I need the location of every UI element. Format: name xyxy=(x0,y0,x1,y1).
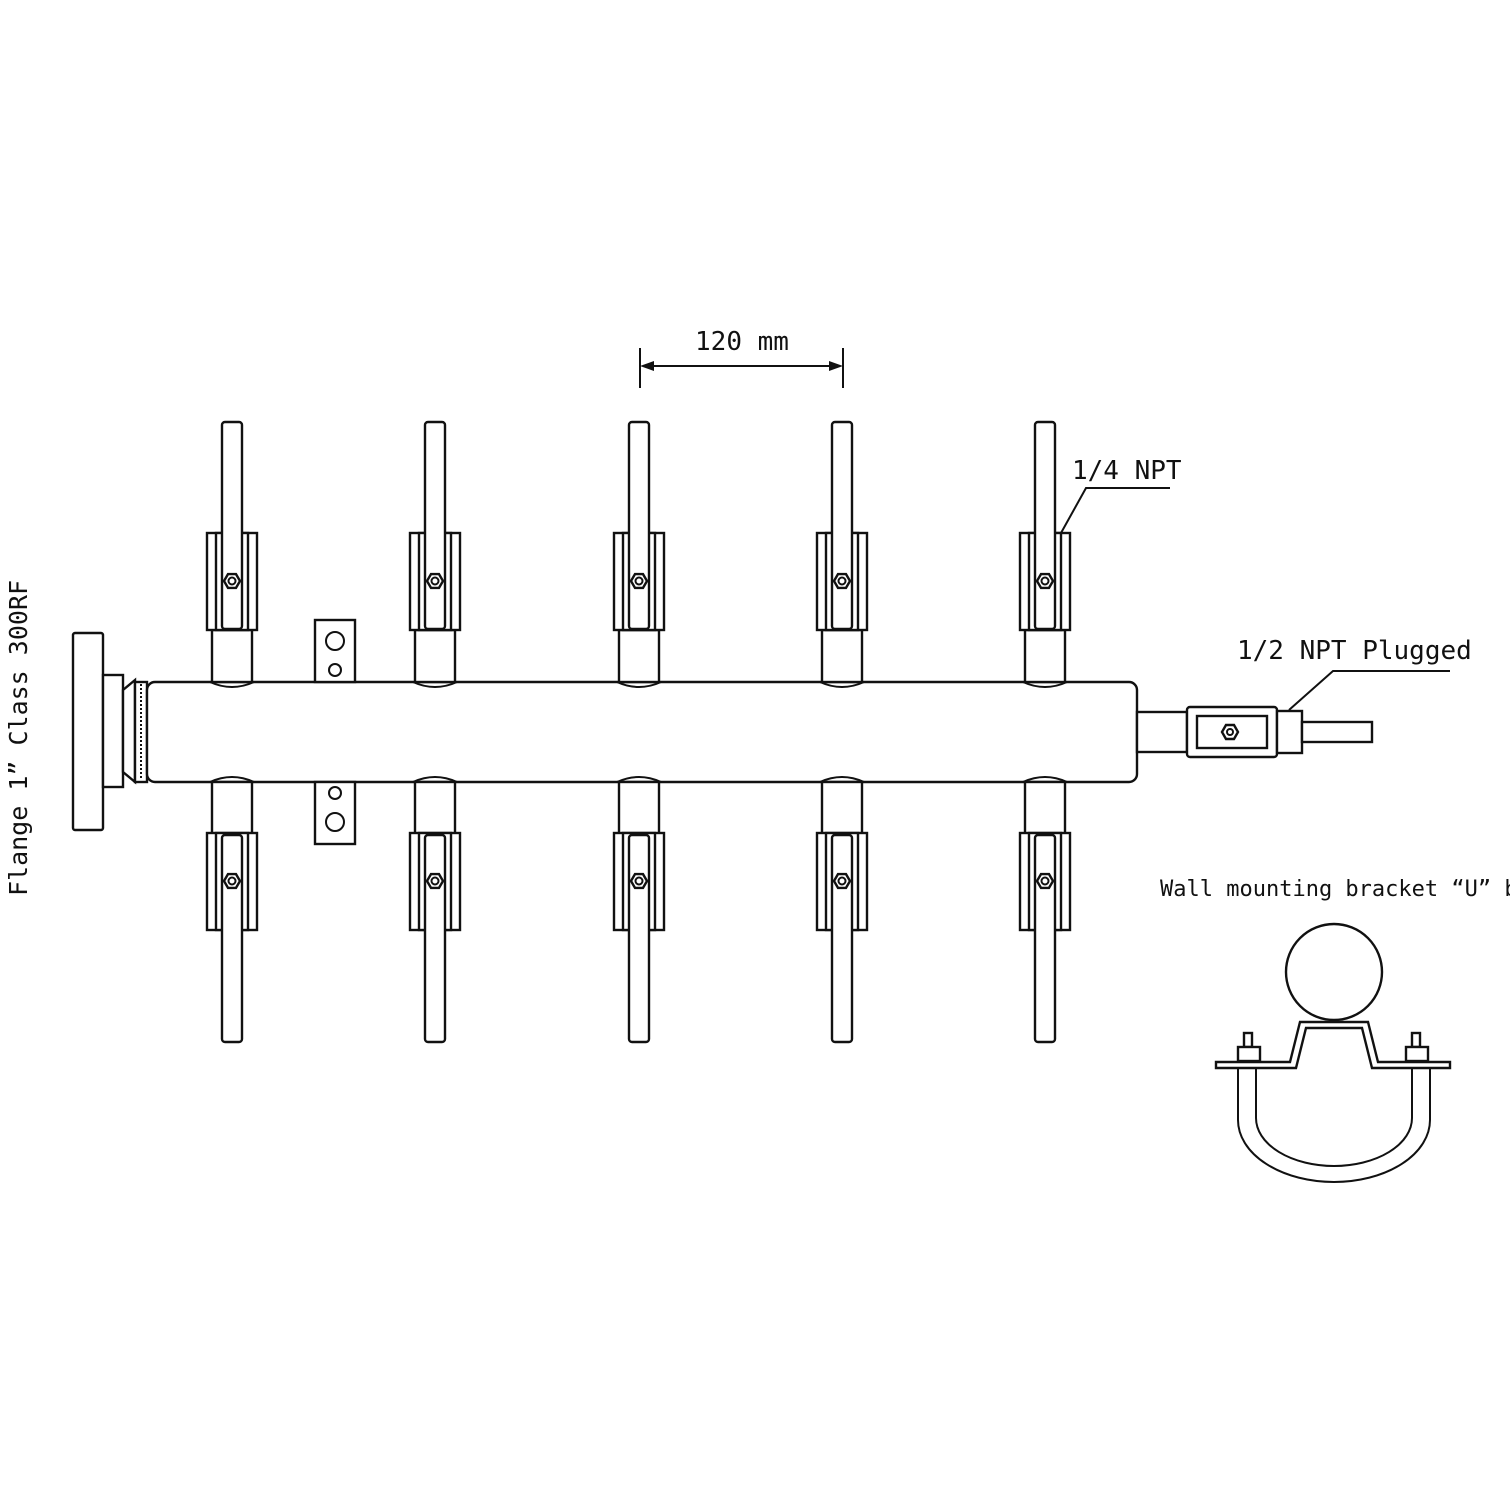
hex-nut-icon xyxy=(425,872,445,890)
valve-stem xyxy=(617,780,661,836)
valve-handle xyxy=(830,833,854,1044)
hex-nut-icon xyxy=(425,572,445,590)
valve-handle xyxy=(1033,420,1057,631)
valve-stem xyxy=(1023,780,1067,836)
valve-top xyxy=(205,420,259,688)
hex-nut-icon xyxy=(629,872,649,890)
end-port-leader xyxy=(1288,670,1450,711)
hex-nut-icon xyxy=(222,872,242,890)
valve-bottom xyxy=(1018,776,1072,1044)
branch-port-label: 1/4 NPT xyxy=(1072,456,1182,486)
hex-nut-icon xyxy=(629,572,649,590)
u-bolt-bracket xyxy=(1214,922,1452,1183)
valve-stem xyxy=(413,780,457,836)
flange-label: Flange 1” Class 300RF xyxy=(4,580,33,896)
hex-nut-icon xyxy=(832,572,852,590)
valve-stem xyxy=(820,628,864,684)
valve-top xyxy=(1018,420,1072,688)
hex-nut-icon xyxy=(832,872,852,890)
hex-nut-icon xyxy=(222,572,242,590)
valve-stem xyxy=(1023,628,1067,684)
mounting-plate-bottom xyxy=(313,780,357,846)
main-header-pipe xyxy=(145,680,1139,784)
valve-bottom xyxy=(205,776,259,1044)
end-plug-assembly xyxy=(1135,705,1374,759)
valve-stem xyxy=(210,780,254,836)
hex-nut-icon xyxy=(1220,723,1240,741)
valve-handle xyxy=(627,420,651,631)
valve-bottom xyxy=(408,776,462,1044)
flange xyxy=(71,631,149,832)
spacing-label: 120 mm xyxy=(695,327,789,357)
valve-handle xyxy=(423,833,447,1044)
valve-top xyxy=(815,420,869,688)
valve-stem xyxy=(413,628,457,684)
mounting-plate-top xyxy=(313,618,357,684)
valve-top xyxy=(612,420,666,688)
valve-handle xyxy=(830,420,854,631)
valve-stem xyxy=(210,628,254,684)
valve-handle xyxy=(627,833,651,1044)
bracket-label: Wall mounting bracket “U” bolt xyxy=(1160,877,1510,902)
valve-bottom xyxy=(612,776,666,1044)
valve-top xyxy=(408,420,462,688)
valve-bottom xyxy=(815,776,869,1044)
valve-handle xyxy=(220,420,244,631)
hex-nut-icon xyxy=(1035,872,1055,890)
end-port-label: 1/2 NPT Plugged xyxy=(1237,636,1472,666)
valve-handle xyxy=(423,420,447,631)
valve-stem xyxy=(820,780,864,836)
branch-port-leader xyxy=(1060,487,1170,534)
valve-stem xyxy=(617,628,661,684)
hex-nut-icon xyxy=(1035,572,1055,590)
spacing-dimension xyxy=(639,348,844,388)
valve-array xyxy=(205,420,1072,1044)
valve-handle xyxy=(1033,833,1057,1044)
valve-handle xyxy=(220,833,244,1044)
pipe-section-icon xyxy=(1284,922,1384,1022)
